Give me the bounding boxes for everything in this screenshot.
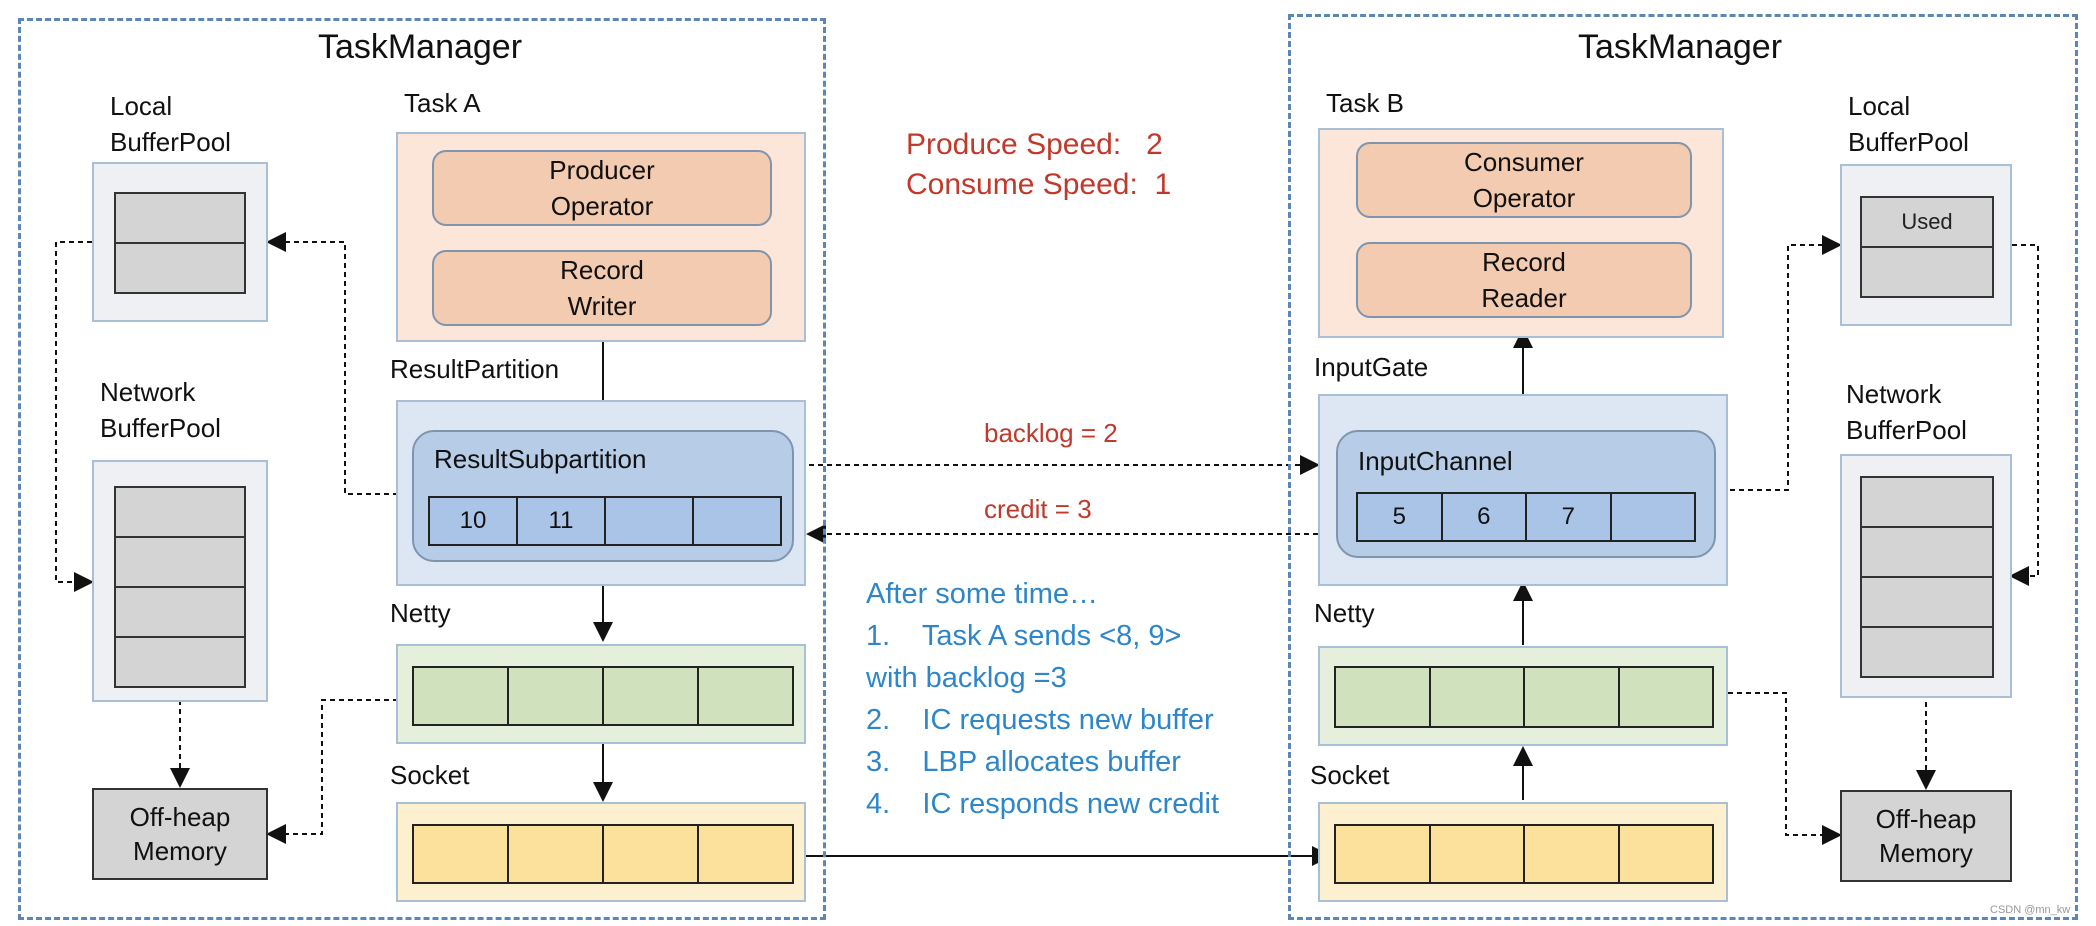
backlog-message: backlog = 2 <box>984 418 1118 448</box>
right-taskmanager-title: TaskManager <box>1577 28 1783 66</box>
result-partition: ResultSubpartition 10 11 <box>396 400 806 586</box>
socket-buffers <box>412 824 794 884</box>
right-taskmanager <box>1288 14 2078 920</box>
task-a: Producer Operator Record Writer <box>396 132 806 342</box>
right-offheap-memory: Off-heap Memory <box>1840 790 2012 882</box>
input-gate-label: InputGate <box>1314 352 1429 382</box>
buffer-cell: 7 <box>1527 494 1612 540</box>
left-netty <box>396 644 806 744</box>
right-netty <box>1318 646 1728 746</box>
buffer-slot <box>1860 626 1994 678</box>
buffer-slot <box>114 636 246 688</box>
record-writer: Record Writer <box>432 250 772 326</box>
buffer-cell <box>1619 826 1712 882</box>
left-network-bufferpool-label: Network BufferPool <box>100 377 221 443</box>
buffer-cell: 5 <box>1358 494 1443 540</box>
right-local-bufferpool: Used <box>1840 164 2012 326</box>
right-netty-label: Netty <box>1314 598 1375 628</box>
buffer-slot <box>1860 526 1994 578</box>
step-2: 2. IC requests new buffer <box>866 704 1214 736</box>
buffer-cell <box>509 668 604 724</box>
left-offheap-memory: Off-heap Memory <box>92 788 268 880</box>
buffer-cell <box>694 498 780 544</box>
buffer-cell <box>1525 826 1620 882</box>
watermark: CSDN @mn_kw <box>1990 904 2071 916</box>
record-reader: Record Reader <box>1356 242 1692 318</box>
input-channel-label: InputChannel <box>1358 446 1513 476</box>
buffer-slot <box>114 486 246 538</box>
task-b: Consumer Operator Record Reader <box>1318 128 1724 338</box>
buffer-cell <box>1619 668 1712 726</box>
buffer-cell <box>1430 826 1525 882</box>
channel-buffers: 5 6 7 <box>1356 492 1696 542</box>
result-subpartition-label: ResultSubpartition <box>434 444 647 474</box>
subpartition-buffers: 10 11 <box>428 496 782 546</box>
left-taskmanager <box>18 18 826 920</box>
produce-speed: Produce Speed: 2 <box>906 128 1163 161</box>
buffer-cell <box>509 826 604 882</box>
step-1: 1. Task A sends <8, 9> <box>866 620 1182 652</box>
credit-message: credit = 3 <box>984 494 1092 524</box>
step-1-cont: with backlog =3 <box>866 662 1067 694</box>
buffer-cell <box>699 826 792 882</box>
buffer-cell <box>699 668 792 724</box>
input-gate: InputChannel 5 6 7 <box>1318 394 1728 586</box>
task-a-label: Task A <box>404 88 481 118</box>
buffer-cell <box>414 668 509 724</box>
buffer-slot <box>114 192 246 244</box>
buffer-cell <box>1336 826 1431 882</box>
input-channel: InputChannel 5 6 7 <box>1336 430 1716 558</box>
buffer-slot <box>1860 576 1994 628</box>
buffer-cell: 10 <box>430 498 518 544</box>
step-4: 4. IC responds new credit <box>866 788 1219 820</box>
task-b-label: Task B <box>1326 88 1405 118</box>
consumer-operator: Consumer Operator <box>1356 142 1692 218</box>
left-taskmanager-title: TaskManager <box>317 28 523 66</box>
buffer-slot <box>114 242 246 294</box>
buffer-cell <box>604 826 699 882</box>
buffer-cell: 11 <box>518 498 606 544</box>
right-socket-label: Socket <box>1310 760 1390 790</box>
netty-buffers <box>1334 666 1714 728</box>
netty-buffers <box>412 666 794 726</box>
buffer-cell: 6 <box>1442 494 1527 540</box>
buffer-cell <box>606 498 694 544</box>
buffer-slot <box>114 536 246 588</box>
left-local-bufferpool-label: Local BufferPool <box>110 91 231 157</box>
right-network-bufferpool-label: Network BufferPool <box>1846 379 1967 445</box>
buffer-cell <box>1430 668 1525 726</box>
producer-operator: Producer Operator <box>432 150 772 226</box>
right-socket <box>1318 802 1728 902</box>
left-local-bufferpool <box>92 162 268 322</box>
result-subpartition: ResultSubpartition 10 11 <box>412 430 794 562</box>
left-socket-label: Socket <box>390 760 470 790</box>
buffer-cell <box>1525 668 1620 726</box>
buffer-cell <box>414 826 509 882</box>
buffer-slot <box>1860 246 1994 298</box>
buffer-cell <box>1336 668 1431 726</box>
consume-speed: Consume Speed: 1 <box>906 168 1172 201</box>
left-socket <box>396 802 806 902</box>
buffer-cell <box>604 668 699 724</box>
steps-heading: After some time… <box>866 578 1099 610</box>
step-3: 3. LBP allocates buffer <box>866 746 1181 778</box>
left-netty-label: Netty <box>390 598 451 628</box>
buffer-slot <box>1860 476 1994 528</box>
buffer-cell <box>1611 494 1694 540</box>
right-local-bufferpool-label: Local BufferPool <box>1848 91 1969 157</box>
buffer-slot-used: Used <box>1860 196 1994 248</box>
left-network-bufferpool <box>92 460 268 702</box>
buffer-slot <box>114 586 246 638</box>
right-network-bufferpool <box>1840 454 2012 698</box>
socket-buffers <box>1334 824 1714 884</box>
result-partition-label: ResultPartition <box>390 354 560 384</box>
